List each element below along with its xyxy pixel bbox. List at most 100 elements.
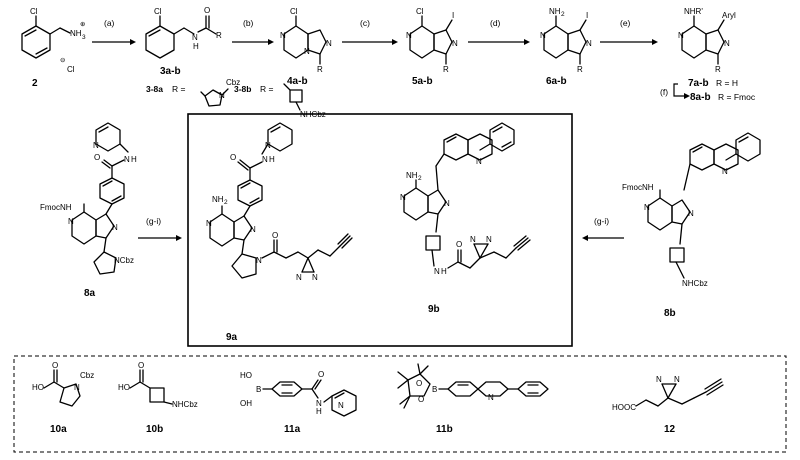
compound-8b-structure: N FmocNH N N NHCbz — [622, 132, 761, 288]
chlorine-atom: Cl — [154, 7, 162, 16]
minus-charge-icon: ⊖ — [60, 57, 66, 64]
imidazole-n-atom: N — [444, 199, 450, 208]
step-gi-left-label: (g-i) — [146, 216, 161, 226]
pyrazine-n-atom: N — [406, 31, 412, 40]
rdef-7: R = H — [716, 78, 738, 88]
compound-label-8a: 8a — [84, 288, 96, 299]
amine-subscript: 2 — [561, 11, 565, 18]
amide-o-atom: O — [318, 370, 324, 379]
compound-label-6ab: 6a-b — [546, 76, 567, 87]
compound-7-8-structure: NHR' Aryl N N R — [678, 7, 736, 74]
amide-nh-atom: N — [316, 399, 322, 408]
boron-atom: B — [432, 385, 437, 394]
compound-label-11a: 11a — [284, 424, 301, 435]
amine-subscript: 2 — [224, 199, 228, 206]
nhcbz-group: NHCbz — [172, 400, 198, 409]
amide-h-atom: H — [269, 155, 275, 164]
imidazole-n-atom: N — [586, 39, 592, 48]
compound-9a-structure: N N H O NH 2 N N N O N N — [206, 122, 353, 282]
diazirine-n-atom: N — [312, 273, 318, 282]
compound-11b-structure: O O B N — [397, 363, 549, 409]
compound-label-7ab: 7a-b — [688, 78, 709, 89]
ammonium-subscript: 3 — [82, 34, 86, 41]
compound-label-8ab: 8a-b — [690, 92, 711, 103]
amide-o-atom: O — [272, 231, 278, 240]
amide-h-atom: H — [193, 42, 199, 51]
compound-label-9a: 9a — [226, 332, 238, 343]
amide-nh-atom: N — [124, 155, 130, 164]
amide-h-atom: H — [441, 267, 447, 276]
compound-label-8b: 8b — [664, 308, 676, 319]
compound-label-5ab: 5a-b — [412, 76, 433, 87]
carbonyl-o-atom: O — [204, 6, 210, 15]
aryl-group: Aryl — [722, 11, 736, 20]
imidazole-n-atom: N — [250, 225, 256, 234]
carboxyl-o-atom: O — [52, 361, 58, 370]
amide-nh-atom: N — [262, 155, 268, 164]
chlorine-atom: Cl — [290, 7, 298, 16]
building-blocks-box — [13, 355, 787, 453]
compound-label-4ab: 4a-b — [287, 76, 308, 87]
chlorine-atom: Cl — [416, 7, 424, 16]
pyrazine-n-atom: N — [206, 219, 212, 228]
carboxyl-ho-atom: HO — [118, 383, 130, 392]
quinoline-n-atom: N — [722, 167, 728, 176]
nhr-atom: NHR' — [684, 7, 703, 16]
compound-label-9b: 9b — [428, 304, 440, 315]
compound-8a-structure: N N H O FmocNH N N NCbz — [40, 122, 137, 275]
compound-label-10a: 10a — [50, 424, 67, 435]
step-c-label: (c) — [360, 18, 370, 28]
imidazole-n-atom: N — [724, 39, 730, 48]
rdef-38b-eq: R = — [260, 84, 274, 94]
quinoline-n-atom: N — [488, 393, 494, 402]
pyrazine-n-atom: N — [678, 31, 684, 40]
step-b-label: (b) — [243, 18, 254, 28]
amide-o-atom: O — [94, 153, 100, 162]
compound-label-3ab: 3a-b — [160, 66, 181, 77]
boronate-o-atom: O — [418, 395, 424, 404]
pyridine-n-atom: N — [338, 401, 344, 410]
pyridine-n-atom: N — [265, 141, 271, 150]
diazirine-n-atom: N — [674, 375, 680, 384]
imidazole-n-atom: N — [112, 223, 118, 232]
diazirine-n-atom: N — [656, 375, 662, 384]
ammonium-nh-atom: NH — [70, 29, 82, 38]
compound-6-structure: NH 2 I N N R — [540, 7, 592, 74]
bridge-n-atom: N — [304, 47, 310, 56]
nhcbz-group: NHCbz — [682, 279, 708, 288]
diazirine-n-atom: N — [470, 235, 476, 244]
cbz-group: Cbz — [80, 371, 94, 380]
boronate-o-atom: O — [416, 379, 422, 388]
r-group-atom: R — [317, 65, 323, 74]
r-group-atom: R — [715, 65, 721, 74]
diazirine-n-atom: N — [296, 273, 302, 282]
diazirine-n-atom: N — [486, 235, 492, 244]
pyrazine-n-atom: N — [644, 203, 650, 212]
products-box — [187, 113, 573, 347]
imidazole-n-atom: N — [688, 209, 694, 218]
rdef-38b-label: 3-8b — [234, 84, 251, 94]
plus-charge-icon: ⊕ — [80, 21, 86, 28]
rdef-38a-eq: R = — [172, 84, 186, 94]
compound-9b-structure: N NH 2 N N N H O N N — [400, 122, 531, 276]
amide-h-atom: H — [316, 407, 322, 416]
pyrazine-n-atom: N — [68, 217, 74, 226]
rdef-38a-label: 3-8a — [146, 84, 163, 94]
r-group-atom: R — [216, 31, 222, 40]
chloride-atom: Cl — [67, 65, 75, 74]
compound-label-10b: 10b — [146, 424, 163, 435]
amide-nh-atom: N — [434, 267, 440, 276]
imidazole-n-atom: N — [452, 39, 458, 48]
pyridine-n-atom: N — [93, 141, 99, 150]
compound-10b-structure: HO O NHCbz — [118, 361, 198, 409]
amide-o-atom: O — [230, 153, 236, 162]
compound-label-12: 12 — [664, 424, 676, 435]
step-e-label: (e) — [620, 18, 631, 28]
fmocnh-group: FmocNH — [622, 183, 654, 192]
compound-5-structure: Cl I N N R — [406, 7, 458, 74]
arrow-step-f — [673, 83, 684, 97]
pyrrolidine-n-atom: N — [74, 383, 80, 392]
pyrazine-n-atom: N — [540, 31, 546, 40]
amide-h-atom: H — [131, 155, 137, 164]
